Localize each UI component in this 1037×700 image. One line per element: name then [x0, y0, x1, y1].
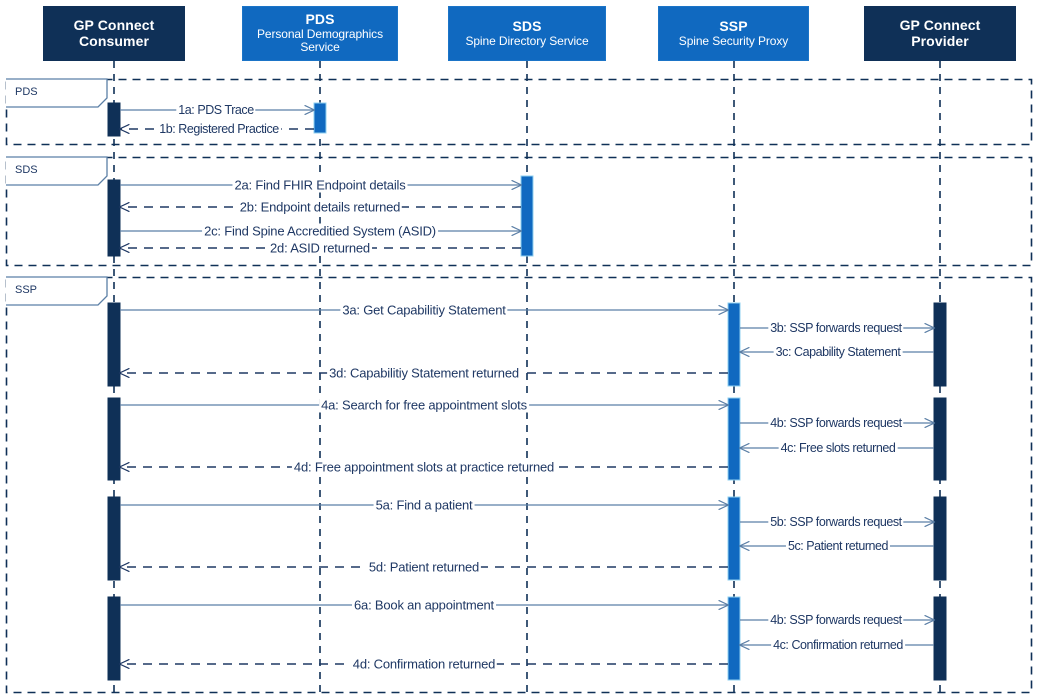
fragment-box-ssp: [5, 276, 1033, 694]
message-label-3d: 3d: Capabilitiy Statement returned: [327, 365, 521, 381]
participant-abbr-sds: SDS: [512, 17, 542, 34]
participant-fullname-pds: Personal Demographics Service: [257, 26, 383, 55]
message-label-2d: 2d: ASID returned: [268, 240, 372, 256]
fragment-label-tab-pds: [6, 78, 108, 108]
message-label-5a: 5a: Find a patient: [373, 497, 475, 513]
activation-bar-consumer: [107, 496, 121, 581]
activation-bar-provider: [933, 496, 947, 581]
message-label-6a: 6a: Book an appointment: [352, 597, 496, 613]
activation-bar-ssp: [727, 496, 741, 581]
activation-bar-consumer: [107, 596, 121, 681]
lifelines: [113, 61, 941, 696]
activation-bar-consumer: [107, 102, 121, 137]
activation-bar-provider: [933, 397, 947, 481]
fragment-label-pds: PDS: [15, 86, 38, 98]
activation-bar-ssp: [727, 397, 741, 481]
fragments: [5, 78, 1033, 694]
message-label-1a: 1a: PDS Trace: [176, 103, 256, 117]
message-label-6c: 4c: Confirmation returned: [771, 638, 905, 652]
participant-fullname-provider: Provider: [911, 32, 969, 49]
participant-abbr-pds: PDS: [305, 11, 335, 28]
fragment-label-tab-sds: [6, 156, 108, 186]
activation-bar-consumer: [107, 179, 121, 257]
activation-bar-ssp: [727, 596, 741, 681]
fragment-box-sds: [5, 156, 1033, 267]
activation-bars: [107, 102, 947, 681]
message-label-3b: 3b: SSP forwards request: [768, 321, 904, 335]
activation-bar-pds: [313, 102, 327, 134]
participant-abbr-ssp: SSP: [719, 17, 748, 34]
message-label-5c: 5c: Patient returned: [785, 539, 891, 553]
message-label-4c: 4c: Free slots returned: [778, 441, 898, 455]
participant-fullname-consumer: Consumer: [78, 32, 150, 49]
message-label-4a: 4a: Search for free appointment slots: [319, 397, 529, 413]
activation-bar-consumer: [107, 302, 121, 387]
message-label-2b: 2b: Endpoint details returned: [237, 199, 403, 215]
activation-bar-provider: [933, 302, 947, 387]
message-label-3a: 3a: Get Capabilitiy Statement: [340, 302, 508, 318]
message-label-2c: 2c: Find Spine Accreditied System (ASID): [202, 223, 438, 239]
message-label-4d: 4d: Free appointment slots at practice r…: [291, 459, 557, 475]
activation-bar-ssp: [727, 302, 741, 387]
activation-bar-consumer: [107, 397, 121, 481]
fragment-label-tab-ssp: [6, 276, 108, 306]
participant-abbr-consumer: GP Connect: [73, 16, 155, 33]
activation-bar-sds: [520, 175, 534, 257]
message-label-5d: 5d: Patient returned: [366, 559, 482, 575]
message-label-6d: 4d: Confirmation returned: [350, 656, 498, 672]
participant-abbr-provider: GP Connect: [899, 16, 981, 33]
message-label-5b: 5b: SSP forwards request: [768, 515, 904, 529]
fragment-label-ssp: SSP: [15, 284, 38, 296]
message-label-4b: 4b: SSP forwards request: [768, 416, 904, 430]
message-label-1b: 1b: Registered Practice: [157, 122, 281, 136]
message-label-6b: 4b: SSP forwards request: [768, 613, 904, 627]
participant-fullname-ssp: Spine Security Proxy: [678, 33, 789, 48]
activation-bar-provider: [933, 596, 947, 681]
participant-fullname-sds: Spine Directory Service: [465, 33, 589, 48]
fragment-box-pds: [5, 78, 1033, 146]
fragment-label-sds: SDS: [15, 164, 38, 176]
message-label-2a: 2a: Find FHIR Endpoint details: [232, 177, 408, 193]
message-label-3c: 3c: Capability Statement: [773, 345, 903, 359]
